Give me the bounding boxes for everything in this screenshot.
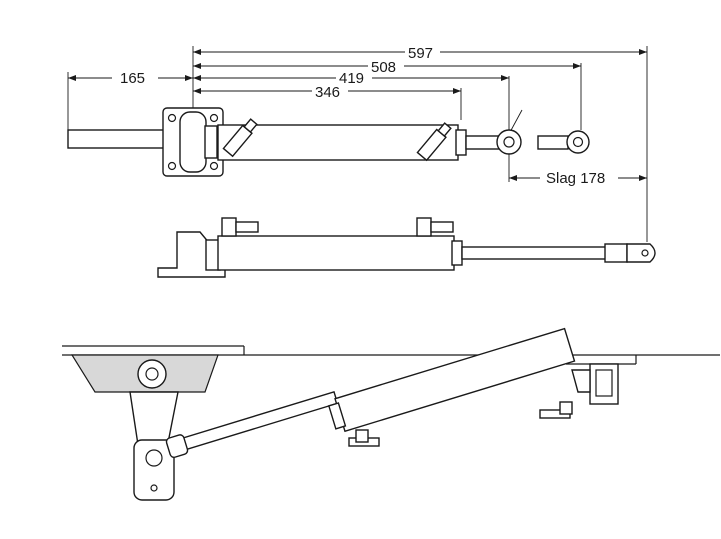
dim-419-label: 419: [339, 70, 364, 87]
dimension-lines: [67, 46, 648, 242]
stroke-label: Slag 178: [546, 170, 605, 187]
dim-165-label: 165: [120, 70, 145, 87]
dim-346-label: 346: [315, 84, 340, 101]
dim-597-label: 597: [408, 45, 433, 62]
installation-view: [62, 327, 720, 501]
cylinder-top-view: [67, 107, 590, 177]
cylinder-side-view: [157, 217, 656, 278]
dim-508-label: 508: [371, 59, 396, 76]
